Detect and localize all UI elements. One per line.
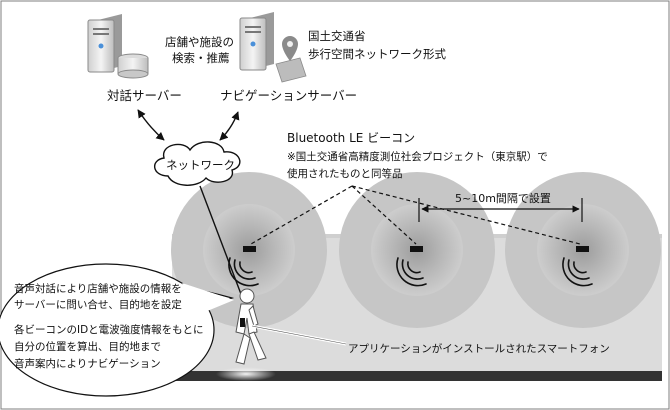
beacon-device-3	[576, 246, 589, 252]
dialog-server-desc-line2: 検索・推薦	[172, 51, 230, 65]
navigation-server-link	[219, 111, 240, 141]
spacing-label: 5~10m間隔で設置	[455, 191, 551, 205]
server-map-pin-icon	[239, 12, 307, 83]
navigation-server-desc-line2: 歩行空間ネットワーク形式	[308, 47, 446, 61]
navigation-server-name: ナビゲーションサーバー	[220, 88, 357, 103]
smartphone-icon	[240, 318, 245, 327]
callout-line1: 音声対話により店舗や施設の情報を	[14, 282, 182, 295]
beacon-device-2	[410, 246, 423, 252]
network-label: ネットワーク	[166, 158, 235, 172]
position-glow	[216, 367, 276, 381]
signal-wave-icon-3	[562, 257, 593, 287]
beacon-device-1	[243, 246, 256, 252]
dialog-server-name: 対話サーバー	[107, 88, 182, 103]
beacon-note-line2: 使用されたものと同等品	[287, 167, 403, 180]
floor	[172, 371, 662, 381]
server-database-icon	[87, 14, 149, 79]
callout-line3: 各ビーコンのIDと電波強度情報をもとに	[14, 323, 203, 336]
spacing-dimension	[418, 198, 583, 222]
cloud-icon	[154, 141, 241, 186]
beacon-pointer-lines	[250, 185, 581, 245]
callout-bubble	[0, 263, 235, 397]
callout-line4: 自分の位置を算出、目的地まで	[14, 340, 161, 353]
dialog-server-link	[137, 109, 165, 141]
callout-line2: サーバーに問い合せ、目的地を設定	[14, 298, 182, 311]
network-user-link	[199, 185, 245, 303]
phone-label: アプリケーションがインストールされたスマートフォン	[348, 342, 610, 355]
beacon-note-line1: ※国土交通省高精度測位社会プロジェクト（東京駅）で	[287, 150, 548, 163]
signal-wave-icon-2	[396, 257, 427, 287]
navigation-server-desc-line1: 国土交通省	[308, 29, 366, 43]
dialog-server-desc-line1: 店舗や施設の	[165, 35, 234, 49]
beacon-note-title: Bluetooth LE ビーコン	[287, 131, 415, 145]
callout-line5: 音声案内によりナビゲーション	[14, 357, 161, 370]
white-cane-outline	[251, 325, 347, 345]
